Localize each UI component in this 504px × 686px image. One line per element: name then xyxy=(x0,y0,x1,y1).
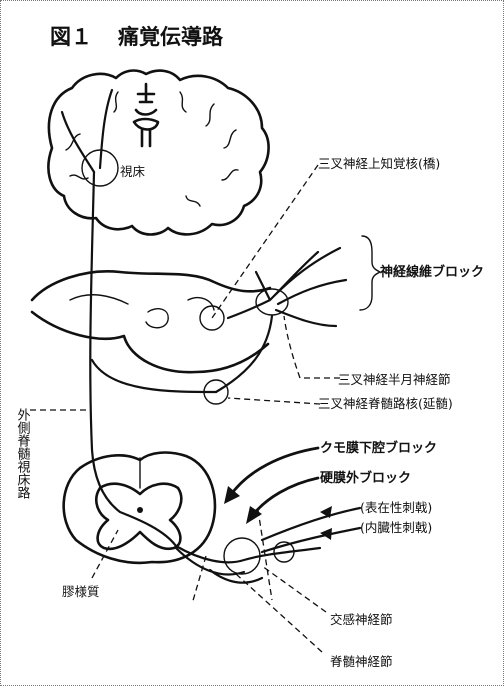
subarachnoid-block-arrow xyxy=(230,448,318,496)
leader-spinal-ganglion xyxy=(236,574,322,652)
spinal-ganglion-label: 脊髄神経節 xyxy=(330,654,393,669)
superficial-stimulus-arrow xyxy=(262,508,360,540)
leader-trigeminal-spinal xyxy=(228,398,320,404)
central-canal xyxy=(137,507,143,513)
figure-title: 痛覚伝導路 xyxy=(118,25,224,49)
figure-number: 図１ xyxy=(50,25,92,49)
trigeminal-ganglion-label: 三叉神経半月神経節 xyxy=(338,372,451,387)
leader-trigeminal-main xyxy=(212,165,318,318)
thalamus-label: 視床 xyxy=(120,164,146,179)
visceral-arrowhead xyxy=(320,528,332,540)
trigeminal-spinal-nucleus-label: 三叉神経脊髄路核(延髄) xyxy=(318,396,453,411)
leader-lines xyxy=(30,165,340,652)
trigeminal-descending xyxy=(216,316,272,392)
brainstem-outline xyxy=(32,271,270,372)
nerve-block-bracket xyxy=(360,236,380,310)
visceral-stimulus-label: (内臓性刺戟) xyxy=(360,520,432,535)
pons-nucleus-circle xyxy=(200,306,224,330)
brain-section: 視床 xyxy=(48,71,268,235)
brain-gyri xyxy=(66,92,238,206)
subarachnoid-block-arrowhead xyxy=(224,486,240,504)
trigeminal-branches xyxy=(228,248,346,326)
lateral-spinothalamic-tract-label: 外側脊髄視床路 xyxy=(15,408,31,499)
nerve-fiber-block-label: 神経線維ブロック xyxy=(380,264,484,280)
brain-ventricles xyxy=(134,84,158,146)
substantia-gelatinosa-label: 膠様質 xyxy=(62,584,100,599)
subarachnoid-block-label: クモ膜下腔ブロック xyxy=(320,440,437,456)
brainstem-section xyxy=(32,248,346,404)
superficial-stimulus-label: (表在性刺戟) xyxy=(360,500,432,515)
sympathetic-ganglion-label: 交感神経節 xyxy=(330,612,393,627)
epidural-block-label: 硬膜外ブロック xyxy=(320,470,411,486)
leader-sympathetic xyxy=(262,566,326,612)
trigeminal-main-nucleus-label: 三叉神経上知覚核(橋) xyxy=(318,156,440,171)
spinal-cord-section xyxy=(64,453,215,563)
epidural-block-arrow xyxy=(252,478,318,516)
thalamic-radiation xyxy=(62,90,112,172)
spinal-ganglion-circle xyxy=(224,538,260,574)
